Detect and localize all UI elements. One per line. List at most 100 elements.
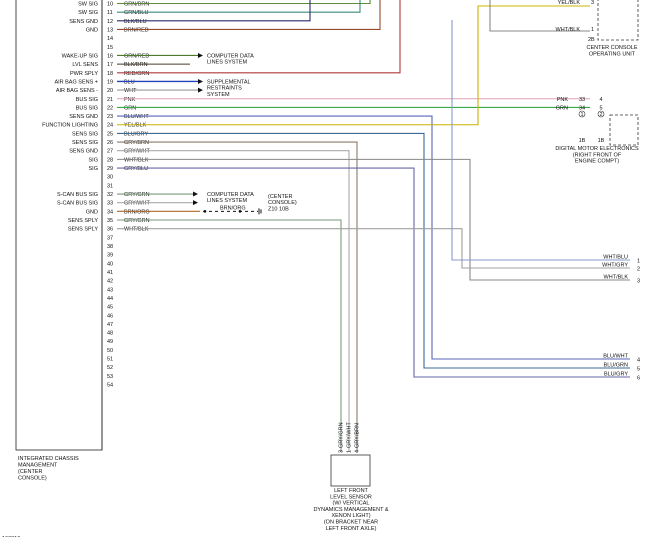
wire-color-label: WHT/BLK (124, 227, 149, 233)
arrow-icon (198, 52, 203, 58)
wire-wht-blk (117, 158, 630, 281)
ecu-pin-number: 49 (107, 339, 113, 345)
ecu-name-line: INTEGRATED CHASSIS (18, 456, 79, 462)
wire-color-label: RED/GRN (124, 71, 149, 77)
ecu-pin-number: 43 (107, 287, 113, 293)
ecu-pin-number: 27 (107, 149, 113, 155)
offpage-number: 3 (637, 279, 640, 285)
ecu-pin-label: PWR SPLY (70, 71, 98, 77)
ecu-pin-number: 29 (107, 166, 113, 172)
sensor-pin-number: 1 (347, 450, 353, 453)
sensor-wire-label: GRY/GRN (339, 422, 345, 448)
wire-color-label: WHT (124, 88, 137, 94)
ecu-pin-number: 13 (107, 27, 113, 33)
dme-pin-number: 5 (599, 105, 602, 111)
ecu-name-line: MANAGEMENT (18, 463, 58, 469)
sensor-name-line: LEFT FRONT AXLE) (326, 526, 377, 532)
ecu-pin-number: 35 (107, 218, 113, 224)
ecu-pin-number: 51 (107, 357, 113, 363)
ecu-pin-number: 10 (107, 2, 113, 8)
ecu-pin-label: SENS GND (69, 149, 98, 155)
wire-color-label: GRN/BRN (124, 2, 149, 8)
sensor-wire-label: GRY/WHT (347, 421, 353, 448)
dme-connector-number: 2 (599, 112, 602, 118)
callout-label: SYSTEM (207, 92, 230, 98)
ecu-pin-label: SENS GND (69, 19, 98, 25)
dme-name-line: DIGITAL MOTOR ELECTRONICS (555, 146, 639, 152)
dme-connector-number: 1 (580, 112, 583, 118)
connector-circle-icon (597, 110, 605, 118)
console-name-line: CENTER CONSOLE (586, 45, 637, 51)
wire-color-label: GRY/GRN (124, 192, 150, 198)
callout-label: COMPUTER DATA (207, 53, 254, 59)
arrow-icon (198, 87, 203, 93)
ecu-pin-number: 18 (107, 71, 113, 77)
dme-pin-number: 34 (579, 105, 585, 111)
ecu-pin-number: 19 (107, 79, 113, 85)
console-name-line: OPERATING UNIT (589, 52, 636, 58)
wire-grn-blu (117, 0, 361, 13)
sensor-name-line: XENON LIGHT) (331, 513, 370, 519)
offpage-number: 5 (637, 367, 640, 373)
ecu-pin-label: S-CAN BUS SIG (57, 192, 98, 198)
wire-color-label: BLU/GRY (124, 131, 148, 137)
ecu-pin-label: SENS SPLY (68, 218, 98, 224)
wire-color-label: BRN/RED (124, 27, 149, 33)
ecu-pin-label: SW SIG (78, 10, 98, 16)
ecu-pin-number: 21 (107, 97, 113, 103)
ecu-pin-label: SENS SIG (72, 131, 98, 137)
dme-name-line: (RIGHT FRONT OF (573, 152, 622, 158)
ecu-pin-number: 17 (107, 62, 113, 68)
connector-circle-icon (578, 110, 586, 118)
wire-grn-brn (117, 0, 371, 5)
offpage-number: 1 (637, 259, 640, 265)
offpage-wire-label: WHT/GRY (602, 263, 628, 269)
ecu-pin-number: 54 (107, 383, 113, 389)
console-pin-number: 3 (591, 0, 594, 6)
offpage-wire-label: BLU/GRN (604, 363, 628, 369)
sensor-name-line: (W/ VERTICAL (333, 501, 370, 507)
ecu-pin-label: BUS SIG (76, 105, 98, 111)
ground-location-label: CONSOLE) (268, 200, 297, 206)
ecu-pin-number: 50 (107, 348, 113, 354)
ecu-pin-number: 37 (107, 235, 113, 241)
wire-color-label: GRY/BLU (124, 166, 148, 172)
ecu-pin-number: 25 (107, 131, 113, 137)
sensor-pin-number: 4 (355, 450, 361, 453)
offpage-wire-label: BLU/GRY (604, 372, 628, 378)
splice-dot (238, 210, 242, 213)
ecu-pin-number: 16 (107, 53, 113, 59)
ecu-pin-label: BUS SIG (76, 97, 98, 103)
ecu-pin-label: SENS SIG (72, 140, 98, 146)
ecu-pin-number: 42 (107, 279, 113, 285)
callout-label: RESTRAINTS (207, 86, 242, 92)
wire-color-label: GRY/GRN (124, 218, 150, 224)
ecu-pin-number: 47 (107, 322, 113, 328)
offpage-wire-label: BLU/WHT (603, 354, 628, 360)
wire-color-label: BRN/ORG (124, 209, 150, 215)
ecu-pin-number: 30 (107, 175, 113, 181)
wire-color-label: GRN (124, 105, 136, 111)
callout-label: LINES SYSTEM (207, 198, 247, 204)
ecu-pin-number: 36 (107, 227, 113, 233)
splice-dot (203, 210, 207, 213)
wire-wht-gry (117, 228, 630, 269)
wire-color-label: WHT/BLK (124, 157, 149, 163)
wire-color-label: GRN/RED (124, 53, 149, 59)
ecu-pin-label: S-CAN BUS SIG (57, 201, 98, 207)
ecu-pin-number: 11 (107, 10, 113, 16)
ecu-pin-number: 39 (107, 253, 113, 259)
ground-wire-label: BRN/ORG (220, 205, 246, 211)
ecu-pin-label: AIR BAG SENS + (54, 79, 98, 85)
ecu-pin-number: 44 (107, 296, 113, 302)
wire-color-label: PNK (124, 97, 136, 103)
ecu-pin-number: 33 (107, 201, 113, 207)
wire-gry-brn (117, 141, 358, 452)
ecu-pin-label: GND (86, 209, 98, 215)
offpage-number: 2 (637, 267, 640, 273)
ecu-pin-number: 14 (107, 36, 113, 42)
ecu-pin-number: 26 (107, 140, 113, 146)
ground-location-label: (CENTER (268, 194, 292, 200)
wire-color-label: BLU (124, 79, 135, 85)
dme-pin-number: 1B (598, 138, 605, 144)
